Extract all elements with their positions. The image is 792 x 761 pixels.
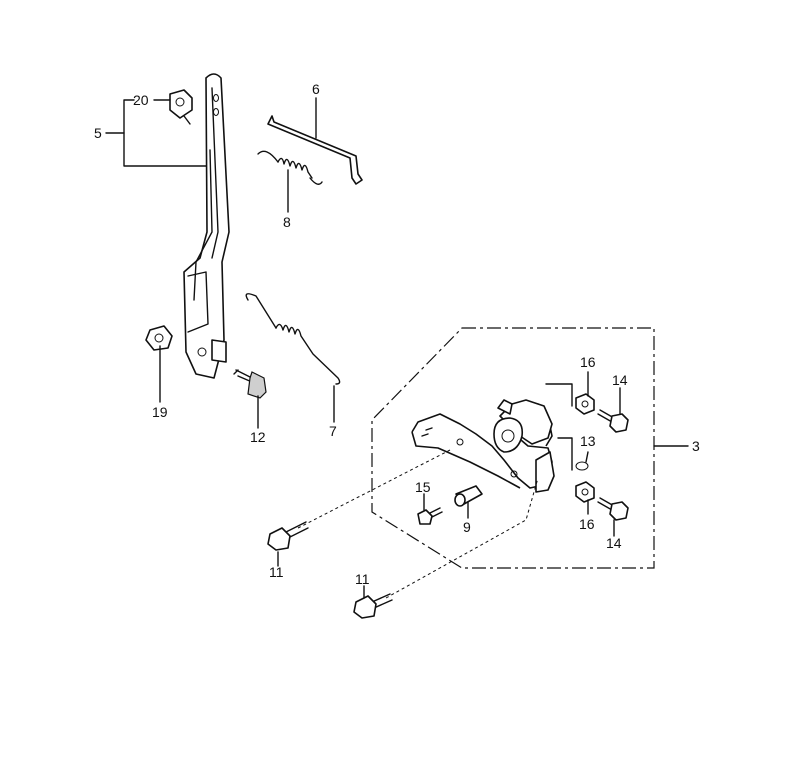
callout-16-lower: 16 (579, 516, 595, 532)
callout-3: 3 (692, 438, 700, 454)
control-lever (183, 73, 230, 379)
throttle-rod (267, 115, 363, 185)
bolt-upper (597, 409, 629, 433)
callout-19: 19 (152, 404, 168, 420)
small-screw (417, 507, 443, 525)
callout-7: 7 (329, 423, 337, 439)
callout-9: 9 (463, 519, 471, 535)
collar-part (454, 485, 483, 507)
hex-nut-lower (575, 481, 595, 503)
callout-15: 15 (415, 479, 431, 495)
flange-bolt-upper (267, 521, 309, 551)
callout-14-upper: 14 (612, 372, 628, 388)
callout-11-upper: 11 (269, 564, 284, 580)
small-spring (257, 150, 323, 185)
callout-8: 8 (283, 214, 291, 230)
flange-nut (145, 325, 173, 351)
callout-5: 5 (94, 125, 102, 141)
callout-14-lower: 14 (606, 535, 622, 551)
lock-washer (575, 461, 589, 471)
control-bracket (411, 399, 555, 493)
callout-13: 13 (580, 433, 596, 449)
clip-part (169, 89, 193, 125)
callout-12: 12 (250, 429, 266, 445)
hex-nut-upper (575, 393, 595, 415)
callout-20: 20 (133, 92, 149, 108)
governor-spring (245, 293, 341, 385)
adjust-knob (233, 369, 267, 399)
callout-16-upper: 16 (580, 354, 596, 370)
callout-11-lower: 11 (355, 571, 370, 587)
callout-6: 6 (312, 81, 320, 97)
flange-bolt-lower (353, 593, 393, 619)
bolt-lower (597, 497, 629, 521)
leader-lines (105, 97, 689, 599)
